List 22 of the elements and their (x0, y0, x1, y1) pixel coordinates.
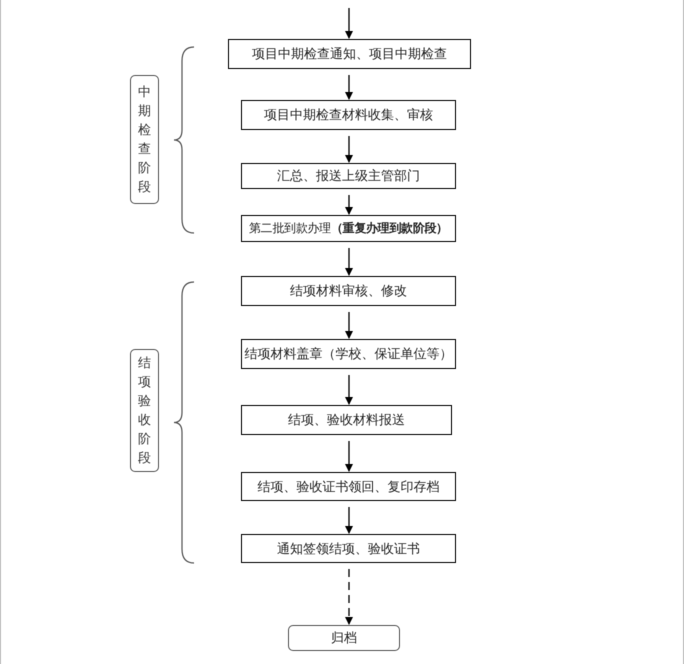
process-box: 结项、验收材料报送 (241, 405, 452, 435)
process-box: 第二批到款办理（重复办理到款阶段） (241, 215, 456, 242)
end-box: 归档 (288, 625, 400, 651)
process-box: 结项材料盖章（学校、保证单位等） (241, 339, 456, 369)
process-box: 结项、验收证书领回、复印存档 (241, 472, 456, 501)
stage-label-box: 结项验收阶段 (130, 349, 159, 472)
process-box: 项目中期检查通知、项目中期检查 (228, 39, 471, 69)
stage-label-box: 中期检查阶段 (130, 75, 159, 204)
arrow (345, 507, 353, 534)
arrow (345, 569, 353, 625)
arrow (345, 248, 353, 276)
arrow (345, 195, 353, 215)
arrow (345, 8, 353, 39)
process-box: 项目中期检查材料收集、审核 (241, 100, 456, 130)
arrow (345, 312, 353, 339)
arrow (345, 136, 353, 163)
arrow (345, 75, 353, 100)
process-box: 汇总、报送上级主管部门 (241, 163, 456, 189)
arrow (345, 375, 353, 405)
process-box: 结项材料审核、修改 (241, 276, 456, 306)
arrow (345, 441, 353, 472)
process-box: 通知签领结项、验收证书 (241, 534, 456, 563)
